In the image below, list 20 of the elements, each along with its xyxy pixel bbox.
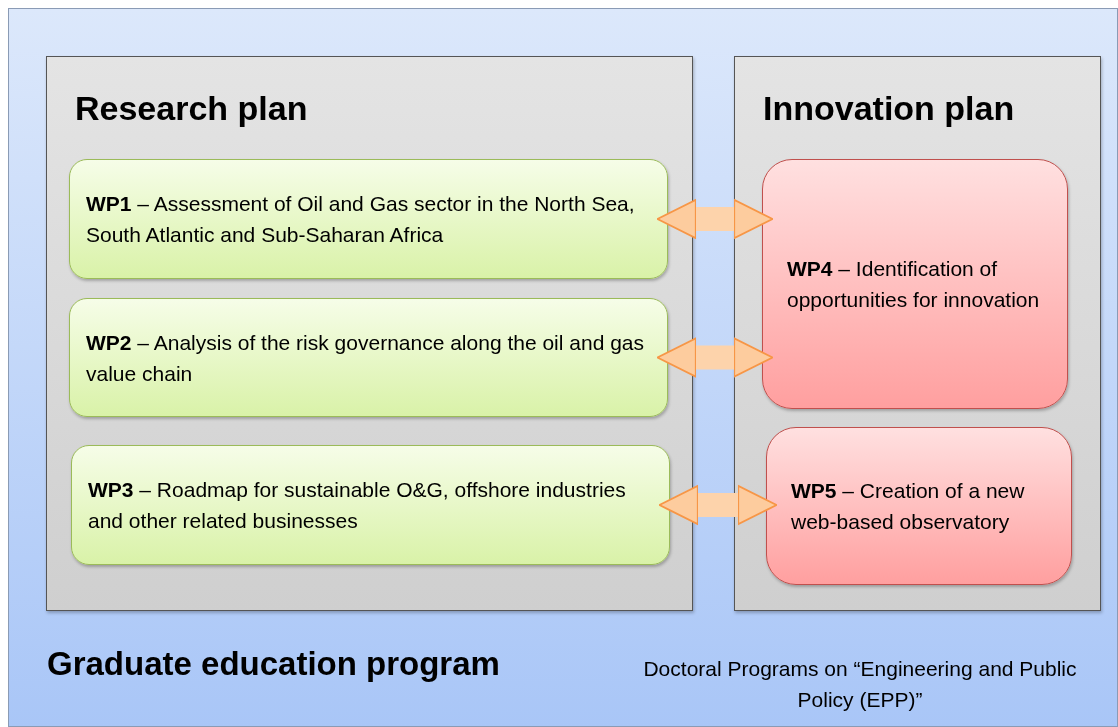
double-arrow [658, 484, 778, 526]
double-arrow [656, 198, 774, 240]
plan-panel [46, 56, 693, 611]
program-band [8, 8, 1118, 727]
work-package-box [69, 159, 668, 279]
work-package-box [69, 298, 668, 417]
program-title: Graduate education program [47, 645, 500, 683]
plan-heading: Innovation plan [763, 89, 1015, 128]
plan-heading: Research plan [75, 89, 308, 128]
program-subtitle: Doctoral Programs on “Engineering and Public Policy (EPP)” [642, 656, 1078, 713]
work-package-text: WP1 – Assessment of Oil and Gas sector in the North Sea, South Atlantic and Sub-Saharan Africa [86, 191, 636, 248]
plan-panel [734, 56, 1101, 611]
work-package-text: WP5 – Creation of a new web-based observatory [791, 478, 1026, 535]
work-package-box [766, 427, 1072, 585]
work-package-text: WP2 – Analysis of the risk governance along the oil and gas value chain [86, 329, 645, 387]
work-package-text: WP4 – Identification of opportunities for innovation [787, 256, 1041, 313]
work-package-box [762, 159, 1068, 409]
double-arrow [656, 337, 774, 378]
work-package-box [71, 445, 670, 565]
work-package-text: WP3 – Roadmap for sustainable O&G, offshore industries and other related businesses [88, 477, 627, 534]
